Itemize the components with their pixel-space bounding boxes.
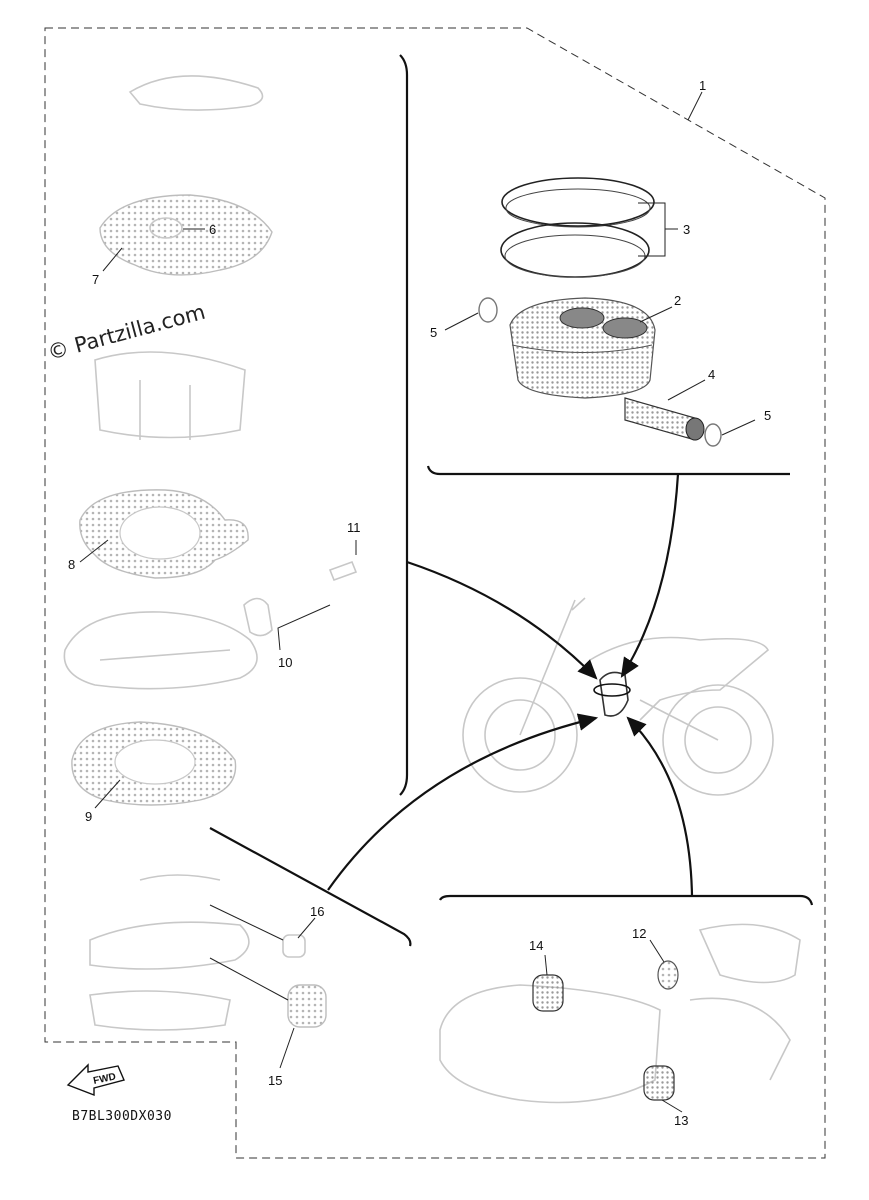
callout-3: 3 [683,222,690,237]
ghost-lower-left [89,874,250,1031]
rings-bracket [638,202,678,257]
gasket-part-9 [71,721,237,806]
callout-5-left: 5 [430,325,437,340]
clips-part-5 [478,297,722,447]
ghost-cylinder-head [63,611,258,690]
callout-8: 8 [68,557,75,572]
callout-10: 10 [278,655,292,670]
lower-left-bracket [209,827,412,947]
ghost-cylinder [94,351,246,440]
ghost-gasket-top [128,75,264,111]
arrow-lower-left [327,713,599,891]
fwd-arrow-icon: FWD [66,1063,125,1097]
parts-10-11 [243,560,358,637]
callout-9: 9 [85,809,92,824]
callout-5-right: 5 [764,408,771,423]
gasket-part-7 [99,194,273,276]
motorcycle-illustration [462,597,774,796]
piston-pin-part-4 [624,397,705,441]
callout-1: 1 [699,78,706,93]
piston-rings-part-3 [500,177,655,278]
callout-11: 11 [347,520,361,535]
arrow-lower-right [626,716,694,897]
callout-12: 12 [632,926,646,941]
callout-4: 4 [708,367,715,382]
callout-14: 14 [529,938,543,953]
left-column-bracket [399,54,409,796]
arrow-piston-kit [620,473,680,678]
diagram-code: B7BL300DX030 [72,1109,172,1124]
callout-7: 7 [92,272,99,287]
leader-lines [79,91,756,1113]
callout-13: 13 [674,1113,688,1128]
lower-right-parts [439,923,801,1104]
piston-kit-bracket [426,465,790,476]
fwd-label: FWD [92,1071,117,1086]
parts-15-16 [209,904,327,1028]
callout-6: 6 [209,222,216,237]
lower-right-bracket [439,894,814,906]
arrow-left-column [406,560,598,680]
gasket-part-8 [79,489,249,579]
callout-2: 2 [674,293,681,308]
callout-16: 16 [310,904,324,919]
piston-part-2 [509,297,656,399]
callout-15: 15 [268,1073,282,1088]
kit-boundary [44,27,826,1159]
